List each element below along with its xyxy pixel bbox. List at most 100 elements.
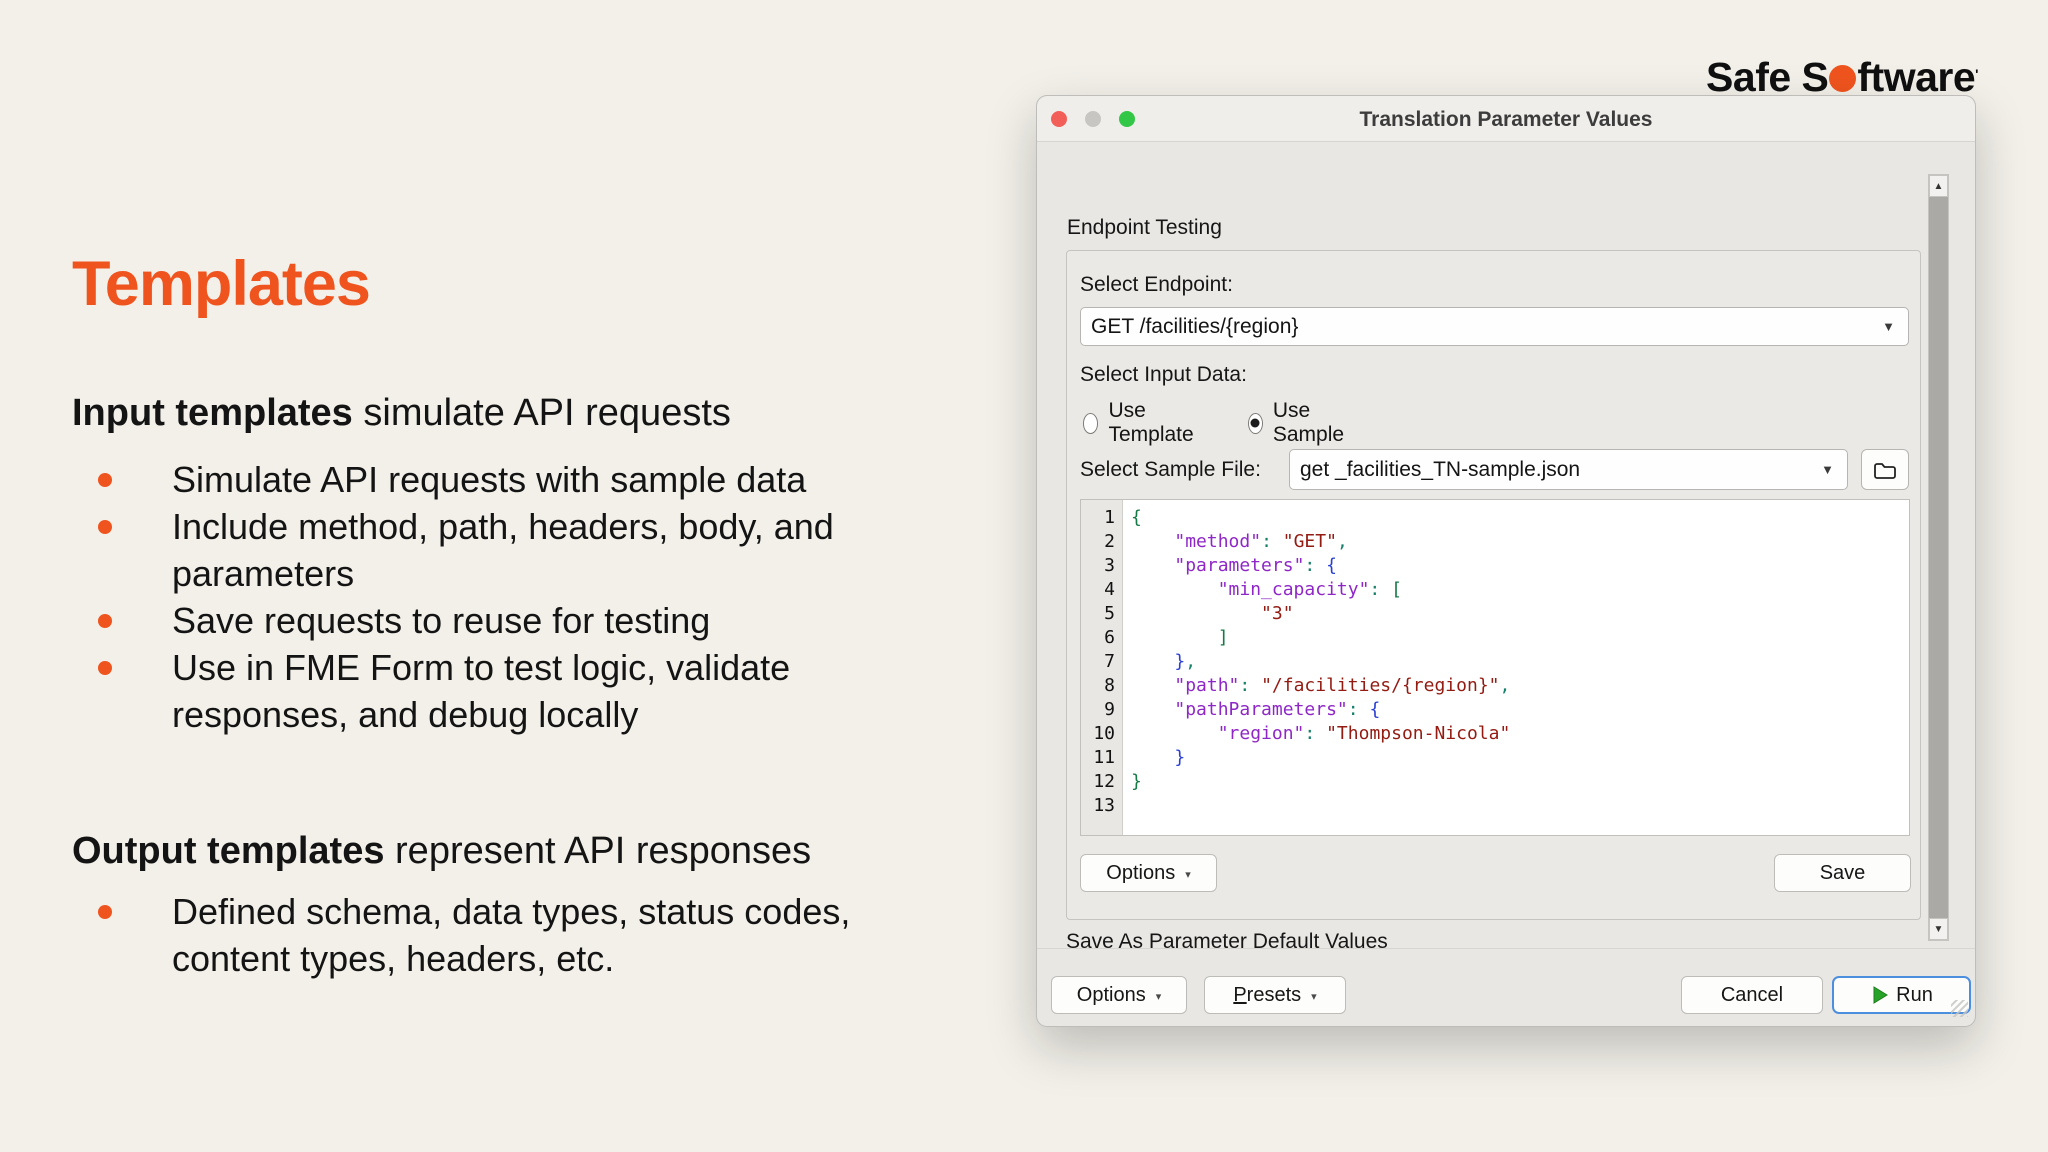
input-templates-rest: simulate API requests [352, 392, 731, 434]
code-line: } [1174, 747, 1186, 768]
bullet-text: Save requests to reuse for testing [172, 600, 711, 641]
bullet-dot-icon [98, 661, 112, 675]
presets-button[interactable]: Presets ▾ [1204, 976, 1346, 1014]
code-line: "method": "GET", [1174, 531, 1348, 552]
bullet-dot-icon [98, 473, 112, 487]
sample-file-dropdown[interactable]: get _facilities_TN-sample.json ▼ [1289, 449, 1848, 490]
page-title: Templates [72, 249, 371, 319]
code-line: "3" [1261, 603, 1294, 624]
scroll-up-button[interactable]: ▲ [1929, 175, 1948, 197]
line-number: 10 [1093, 723, 1115, 744]
logo-orange-dot-icon [1829, 65, 1857, 92]
line-number: 9 [1104, 699, 1115, 720]
bullet-dot-icon [98, 905, 112, 919]
save-as-parameter-default-values-label: Save As Parameter Default Values [1066, 930, 1388, 949]
bullet-item: Simulate API requests with sample data [72, 456, 887, 503]
code-line: }, [1174, 651, 1197, 672]
line-number: 2 [1104, 531, 1115, 552]
presets-button-label: Presets [1233, 983, 1302, 1006]
scroll-up-icon: ▲ [1933, 180, 1944, 192]
options-button-group[interactable]: Options ▾ [1080, 854, 1217, 892]
line-number: 7 [1104, 651, 1115, 672]
radio-circle-icon [1083, 412, 1099, 434]
scroll-down-icon: ▼ [1933, 923, 1944, 935]
bullet-item: Save requests to reuse for testing [72, 597, 887, 644]
chevron-down-icon: ▼ [1821, 461, 1834, 477]
bullet-item: Include method, path, headers, body, and… [72, 503, 887, 597]
code-line: "path": "/facilities/{region}", [1174, 675, 1511, 696]
minimize-window-button[interactable] [1085, 111, 1101, 127]
select-sample-file-label: Select Sample File: [1080, 458, 1261, 481]
window-title: Translation Parameter Values [1359, 108, 1653, 131]
endpoint-dropdown[interactable]: GET /facilities/{region} ▼ [1080, 307, 1909, 346]
vertical-scrollbar[interactable]: ▲ ▼ [1928, 174, 1949, 941]
radio-use-template[interactable]: Use Template [1083, 399, 1199, 447]
line-number: 13 [1093, 795, 1115, 816]
folder-icon [1874, 462, 1896, 479]
select-endpoint-label: Select Endpoint: [1080, 273, 1233, 296]
logo-trademark: ' [1975, 66, 1978, 82]
radio-use-sample[interactable]: Use Sample [1248, 399, 1350, 447]
zoom-window-button[interactable] [1119, 111, 1135, 127]
select-input-data-label: Select Input Data: [1080, 363, 1247, 386]
output-templates-heading: Output templates represent API responses [72, 830, 811, 873]
radio-use-template-label: Use Template [1108, 399, 1194, 446]
radio-use-sample-label: Use Sample [1272, 399, 1345, 446]
line-number: 11 [1093, 747, 1115, 768]
browse-file-button[interactable] [1861, 449, 1909, 490]
chevron-down-icon: ▼ [1882, 318, 1895, 334]
line-number: 1 [1104, 507, 1115, 528]
bullet-text: Simulate API requests with sample data [172, 459, 807, 500]
window-titlebar[interactable]: Translation Parameter Values [1037, 96, 1975, 142]
input-templates-bold: Input templates [72, 392, 353, 434]
code-line [1131, 794, 1909, 818]
line-number: 3 [1104, 555, 1115, 576]
bullet-item: Defined schema, data types, status codes… [72, 888, 962, 982]
dialog-scroll-viewport: Endpoint Testing Select Endpoint: GET /f… [1037, 142, 1975, 949]
cancel-button-label: Cancel [1720, 983, 1784, 1006]
save-button-label: Save [1819, 861, 1866, 884]
menu-arrow-icon: ▾ [1311, 990, 1317, 1003]
options-button-label: Options [1106, 861, 1176, 884]
run-button[interactable]: Run [1832, 976, 1971, 1014]
code-line: "min_capacity": [ [1217, 579, 1402, 600]
bullet-text: Include method, path, headers, body, and… [172, 506, 834, 594]
close-window-button[interactable] [1051, 111, 1067, 127]
line-number: 4 [1104, 579, 1115, 600]
resize-grip[interactable] [1951, 1000, 1968, 1017]
bullet-dot-icon [98, 520, 112, 534]
output-templates-bold: Output templates [72, 830, 385, 872]
code-line: "pathParameters": { [1174, 699, 1381, 720]
code-line: "region": "Thompson-Nicola" [1217, 723, 1511, 744]
play-icon [1873, 986, 1889, 1004]
output-templates-bullet-list: Defined schema, data types, status codes… [72, 888, 962, 982]
endpoint-testing-section-label: Endpoint Testing [1067, 216, 1222, 239]
input-templates-heading: Input templates simulate API requests [72, 392, 731, 435]
bullet-text: Defined schema, data types, status codes… [172, 891, 851, 979]
bullet-item: Use in FME Form to test logic, validate … [72, 644, 887, 738]
scrollbar-thumb[interactable] [1929, 197, 1948, 918]
line-number: 8 [1104, 675, 1115, 696]
options-button-label: Options [1076, 983, 1146, 1006]
code-line: } [1131, 771, 1142, 792]
menu-arrow-icon: ▾ [1155, 990, 1162, 1003]
cancel-button[interactable]: Cancel [1681, 976, 1823, 1014]
radio-selected-icon [1248, 412, 1263, 434]
code-line: "parameters": { [1174, 555, 1337, 576]
options-button-bottom[interactable]: Options ▾ [1051, 976, 1187, 1014]
line-number: 6 [1104, 627, 1115, 648]
code-area: { "method": "GET", "parameters": { "min_… [1123, 500, 1909, 835]
output-templates-rest: represent API responses [384, 830, 812, 872]
save-button[interactable]: Save [1774, 854, 1911, 892]
run-button-label: Run [1896, 983, 1933, 1006]
bullet-dot-icon [98, 614, 112, 628]
endpoint-dropdown-value: GET /facilities/{region} [1091, 314, 1299, 338]
bullet-text: Use in FME Form to test logic, validate … [172, 647, 791, 735]
sample-file-value: get _facilities_TN-sample.json [1300, 457, 1581, 481]
scroll-down-button[interactable]: ▼ [1929, 918, 1948, 940]
code-line: { [1131, 507, 1142, 528]
